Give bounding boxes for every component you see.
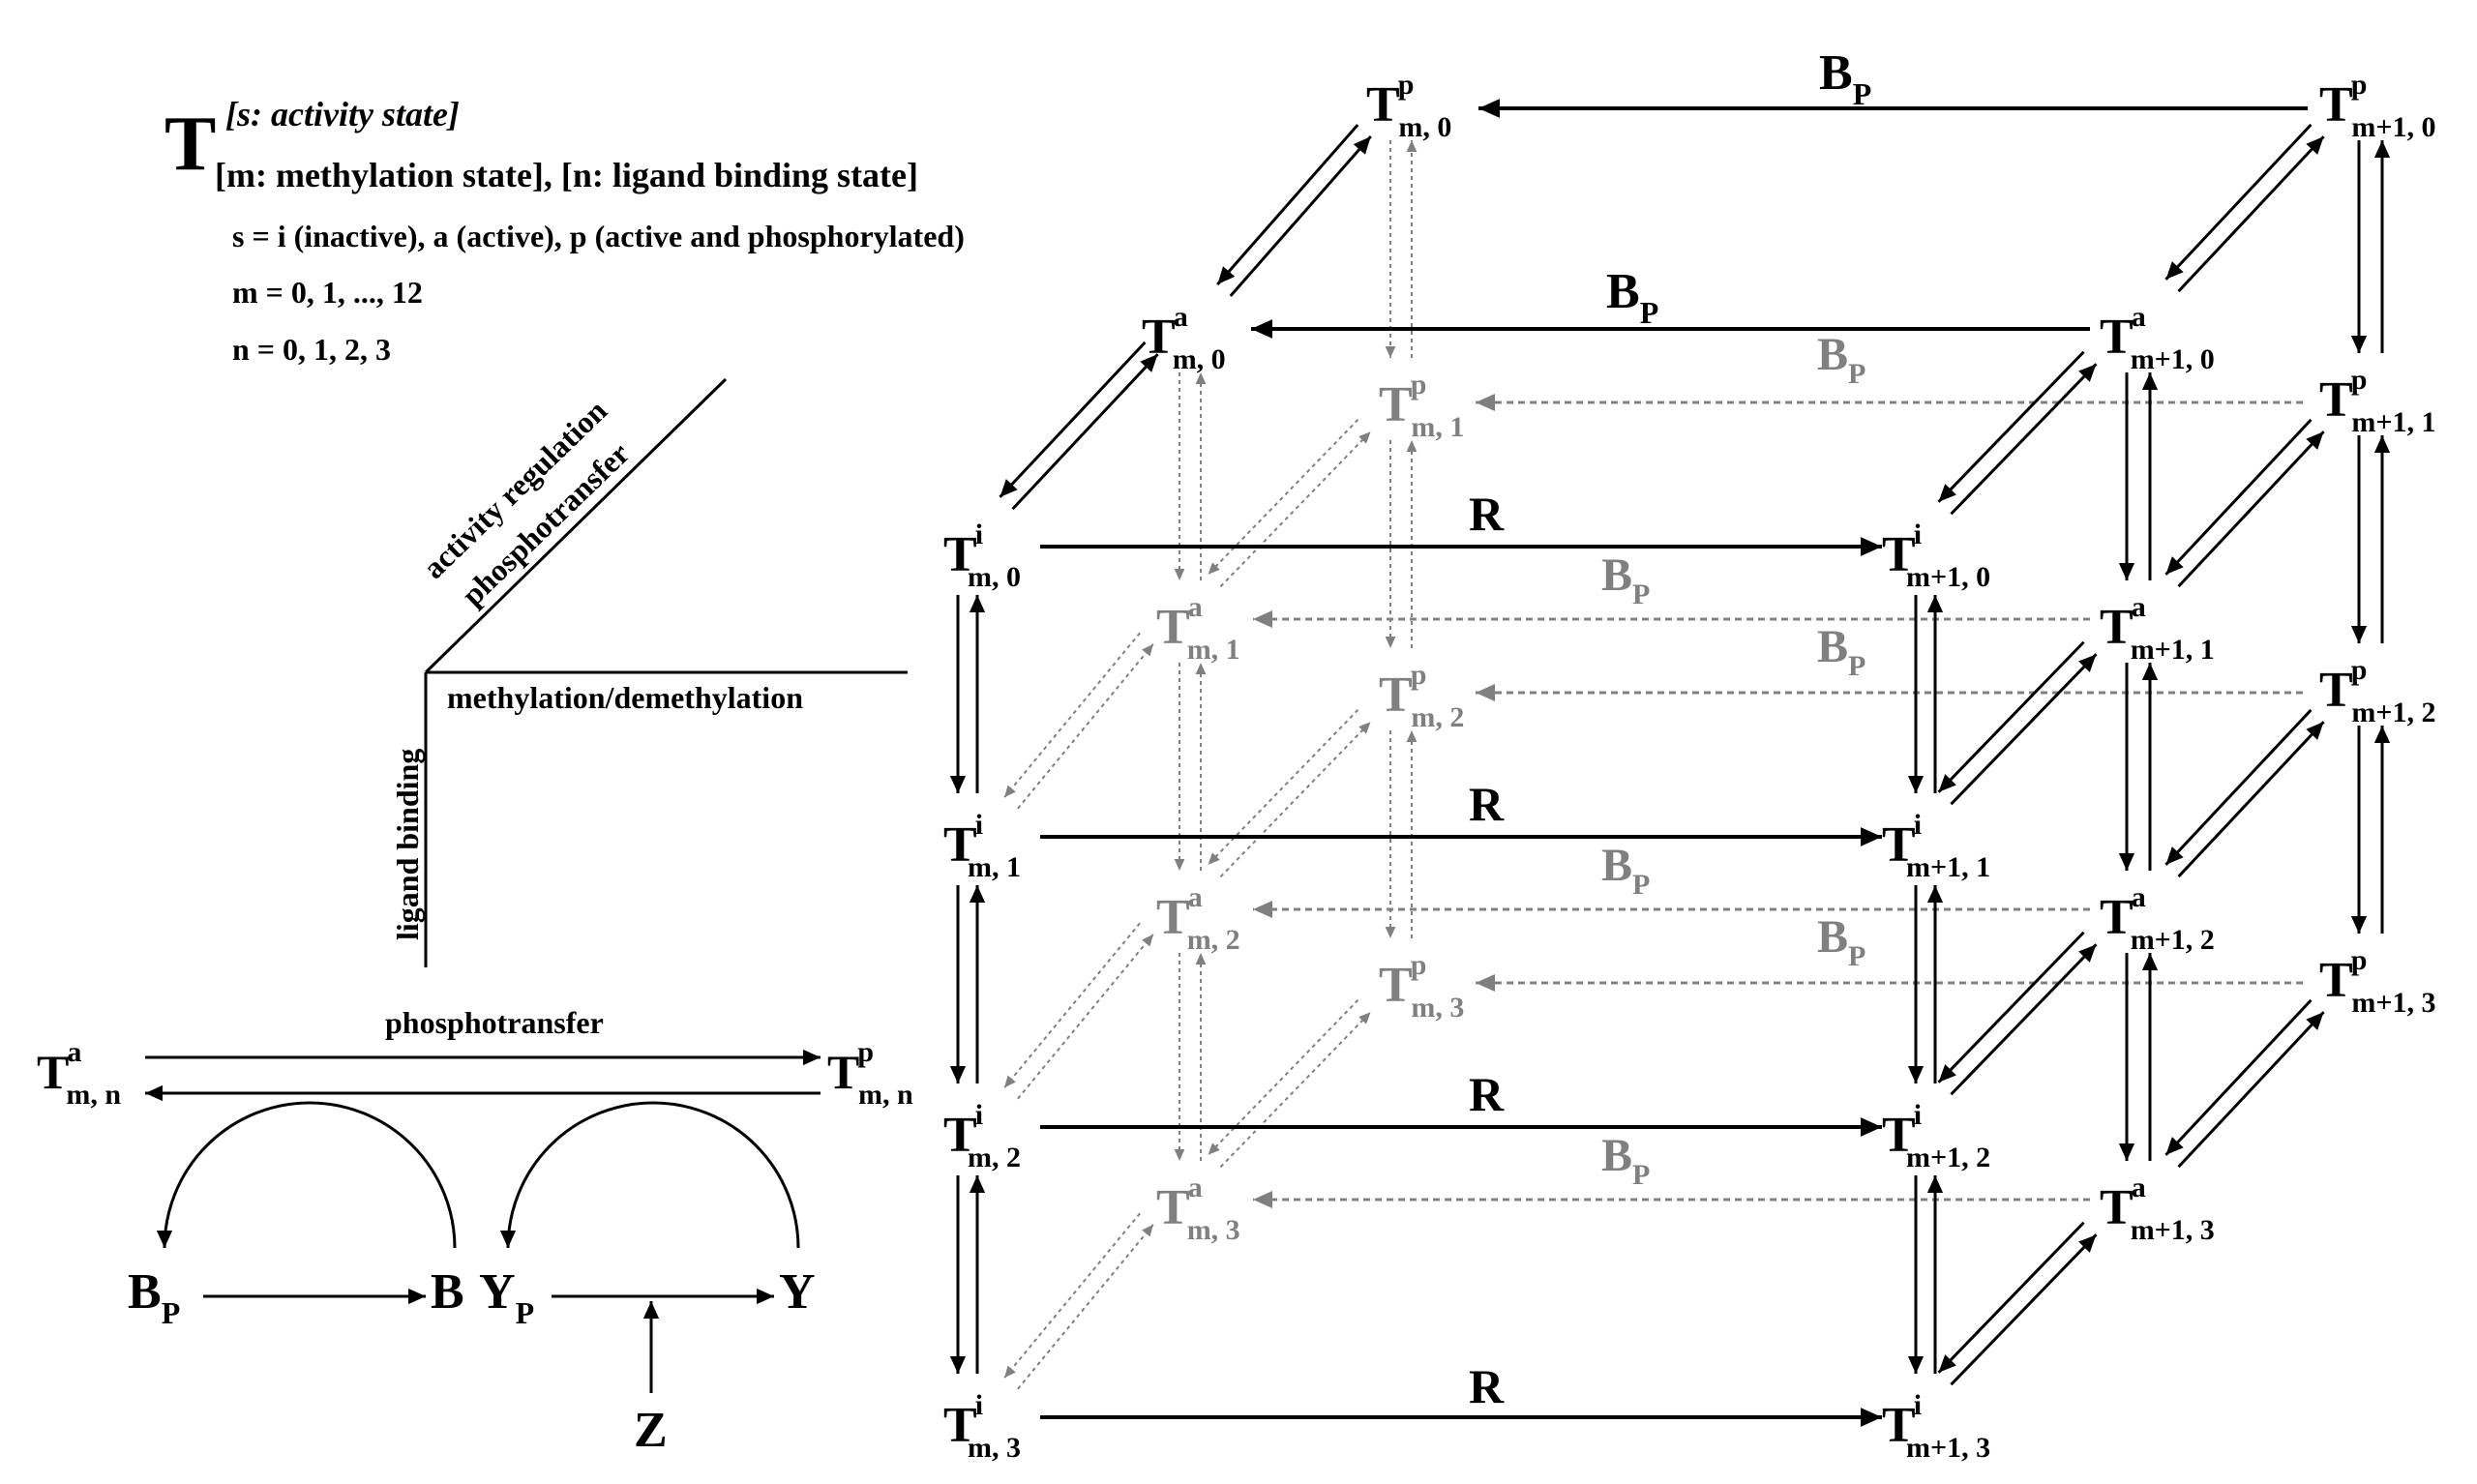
scheme-B: B: [431, 1264, 464, 1320]
activity-Ta-Tp-m0: [1216, 124, 1359, 286]
scheme-Bp: BP: [128, 1264, 180, 1330]
axis-horizontal-label: methylation/demethylation: [447, 680, 803, 715]
hidden-activity-Ti-Ta-m-2: [1017, 934, 1154, 1100]
label-Bp-p-2: BP: [1817, 621, 1865, 682]
hidden-activity-Ti-Ta-m-3: [1017, 1224, 1154, 1390]
hidden-activity-Ta-Tp-m-3: [1219, 1011, 1372, 1168]
activity-Ta-Tp-m1-1: [2177, 430, 2325, 588]
phosphotransfer-label: phosphotransfer: [385, 1005, 604, 1040]
curved-arrow-Y-to-Yp: [499, 1101, 800, 1249]
hidden-activity-Ta-Tp-m-3: [1207, 999, 1359, 1156]
label-Bp-p0: BP: [1819, 45, 1871, 111]
hidden-activity-Ta-Tp-m-2: [1207, 709, 1359, 866]
activity-Ti-Ta-m1-0: [1937, 350, 2085, 503]
n-definition: n = 0, 1, 2, 3: [232, 332, 391, 367]
hidden-activity-Ta-Tp-m-2: [1219, 721, 1372, 877]
scheme-Yp: YP: [479, 1264, 534, 1330]
hidden-activity-Ti-Ta-m-1: [1003, 632, 1141, 798]
curved-arrow-B-to-Bp: [156, 1101, 457, 1249]
activity-Ti-Ta-m1-3: [1950, 1233, 2098, 1386]
hidden-activity-Ta-Tp-m-1: [1219, 430, 1372, 587]
activity-Ta-Tp-m1-3: [2177, 1011, 2325, 1169]
label-Bp-a-1: BP: [1601, 549, 1650, 610]
scheme-Y: Y: [779, 1264, 816, 1320]
activity-Ta-Tp-m0: [1229, 134, 1372, 297]
label-Bp-p-1: BP: [1817, 329, 1865, 390]
label-Bp-a-3: BP: [1601, 1130, 1650, 1191]
label-Bp-a-2: BP: [1601, 840, 1650, 901]
edge-labels: R R R R BP BP BP BP BP BP BP BP: [1469, 45, 1871, 1413]
notation-superscript: [s: activity state]: [225, 95, 460, 134]
label-R-2: R: [1469, 1067, 1505, 1121]
notation-subscript: [m: methylation state], [n: ligand bindi…: [215, 156, 918, 194]
label-Bp-p-3: BP: [1817, 911, 1865, 972]
hidden-activity-Ti-Ta-m-1: [1017, 643, 1154, 810]
axes-legend: activity regulation phosphotransfer meth…: [390, 377, 908, 967]
label-R-1: R: [1469, 777, 1505, 831]
activity-Ti-Ta-m0: [999, 341, 1147, 498]
activity-Ti-Ta-m0: [1011, 353, 1159, 511]
hidden-activity-Ti-Ta-m-2: [1003, 922, 1141, 1088]
hidden-activity-Ti-Ta-m-3: [1003, 1212, 1141, 1379]
activity-Ta-Tp-m1-2: [2164, 708, 2313, 866]
activity-Ti-Ta-m1-1: [1937, 640, 2085, 793]
label-R-0: R: [1469, 487, 1505, 541]
notation-header: T [s: activity state] [m: methylation st…: [164, 95, 965, 367]
scheme-Z: Z: [634, 1403, 668, 1458]
front-edges: [949, 99, 2391, 1427]
axis-vertical-label: ligand binding: [390, 749, 425, 940]
hidden-activity-Ta-Tp-m-1: [1207, 419, 1359, 576]
activity-Ta-Tp-m1-2: [2177, 721, 2325, 878]
activity-Ta-Tp-m1-0: [2177, 135, 2325, 293]
label-Bp-a0: BP: [1606, 264, 1658, 330]
activity-Ti-Ta-m1-1: [1950, 653, 2098, 806]
activity-Ti-Ta-m1-2: [1937, 931, 2085, 1083]
activity-Ta-Tp-m1-0: [2164, 123, 2313, 281]
axis-diagonal: [424, 377, 728, 674]
label-R-3: R: [1469, 1359, 1505, 1413]
activity-Ta-Tp-m1-3: [2164, 998, 2313, 1156]
activity-Ti-Ta-m1-3: [1937, 1221, 2085, 1374]
activity-Ti-Ta-m1-2: [1950, 943, 2098, 1096]
s-definition: s = i (inactive), a (active), p (active …: [232, 219, 965, 253]
notation-T: T: [164, 102, 216, 187]
activity-Ti-Ta-m1-0: [1950, 363, 2098, 516]
activity-Ta-Tp-m1-1: [2164, 418, 2313, 576]
m-definition: m = 0, 1, ..., 12: [232, 275, 423, 310]
